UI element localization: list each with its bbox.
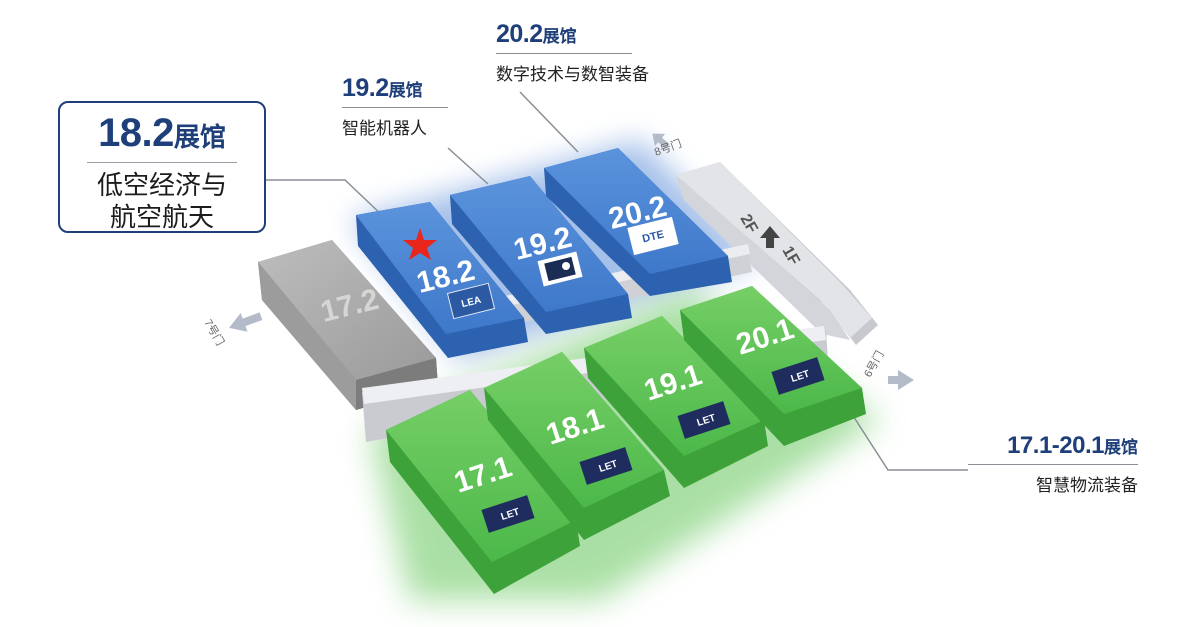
callout-202-suffix: 展馆 bbox=[542, 27, 577, 46]
star-icon bbox=[403, 228, 437, 260]
callout-halls-17-1-20-1: 17.1-20.1展馆 智慧物流装备 bbox=[968, 432, 1138, 496]
leader-line-202 bbox=[519, 91, 579, 153]
callout-logi-number: 17.1-20.1 bbox=[1007, 432, 1104, 459]
callout-202-desc: 数字技术与数智装备 bbox=[496, 65, 649, 84]
callout-202-divider bbox=[496, 53, 632, 54]
leader-line-192 bbox=[447, 147, 489, 185]
callout-hall-19-2: 19.2展馆 智能机器人 bbox=[342, 74, 448, 139]
callout-192-suffix: 展馆 bbox=[388, 81, 423, 100]
callout-hall-20-2: 20.2展馆 数字技术与数智装备 bbox=[496, 20, 649, 85]
hall-20-2[interactable] bbox=[544, 148, 732, 296]
leader-lines bbox=[266, 91, 968, 471]
callout-192-divider bbox=[342, 107, 448, 108]
callout-182-line1: 低空经济与 bbox=[96, 170, 227, 200]
let-logo-19-1: LET bbox=[677, 401, 731, 439]
callout-182-suffix: 展馆 bbox=[173, 122, 226, 152]
hall-19-2[interactable] bbox=[450, 176, 632, 334]
leader-line-182 bbox=[266, 179, 386, 219]
svg-text:DTE: DTE bbox=[641, 228, 665, 245]
callout-192-desc: 智能机器人 bbox=[342, 119, 427, 138]
lea-logo: LEA bbox=[446, 282, 496, 320]
callout-logi-divider bbox=[968, 464, 1138, 465]
svg-text:7号门: 7号门 bbox=[201, 317, 227, 348]
gate-6: 6号门 bbox=[860, 348, 914, 390]
svg-text:LEA: LEA bbox=[460, 295, 482, 311]
callout-182-number: 18.2 bbox=[98, 111, 174, 155]
dte-logo: DTE bbox=[627, 216, 679, 256]
let-logo-20-1: LET bbox=[771, 357, 825, 395]
callout-182-line2: 航空航天 bbox=[109, 202, 214, 232]
let-logo-18-1: LET bbox=[579, 447, 633, 485]
gate-7: 7号门 bbox=[201, 312, 263, 348]
let-logo-17-1: LET bbox=[481, 495, 535, 533]
callout-202-number: 20.2 bbox=[496, 20, 543, 48]
callout-logi-suffix: 展馆 bbox=[1104, 438, 1138, 457]
callout-192-number: 19.2 bbox=[342, 74, 389, 102]
robot-logo bbox=[537, 251, 583, 287]
leader-line-logistics bbox=[847, 407, 968, 471]
svg-text:6号门: 6号门 bbox=[860, 348, 886, 379]
corridor-2f-1f bbox=[676, 162, 878, 345]
callout-hall-18-2: 18.2展馆 低空经济与 航空航天 bbox=[58, 101, 266, 233]
callout-182-divider bbox=[87, 162, 237, 163]
callout-logi-desc: 智慧物流装备 bbox=[1036, 476, 1138, 495]
up-arrow-icon bbox=[760, 226, 780, 248]
